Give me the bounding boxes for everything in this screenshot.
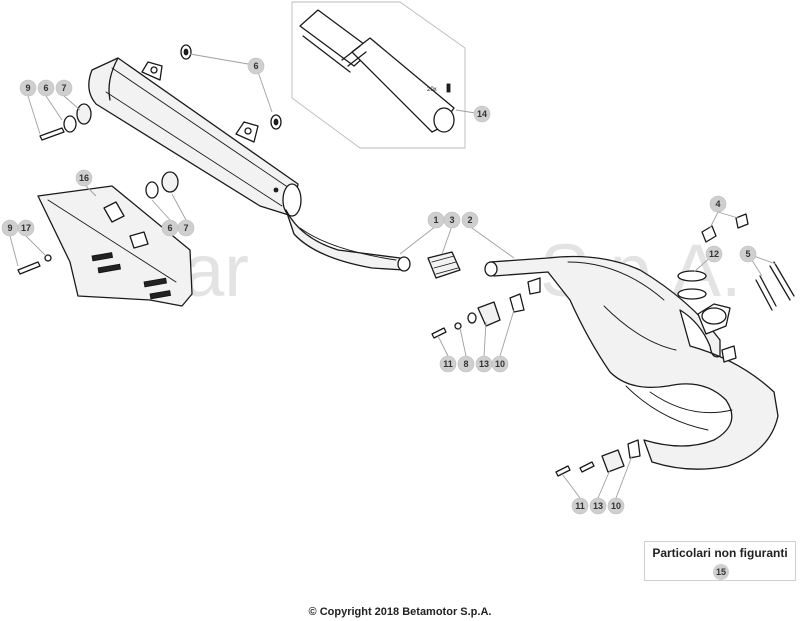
callout-2: 2 <box>461 211 479 229</box>
svg-text:11: 11 <box>443 359 453 369</box>
callout-3: 3 <box>443 211 461 229</box>
svg-text:11: 11 <box>575 501 585 511</box>
callout-12: 12 <box>705 245 723 263</box>
non-illustrated-parts-box: Particolari non figuranti 15 <box>644 541 796 581</box>
grommets-top <box>180 44 282 130</box>
callout-7-middle: 7 <box>177 219 195 237</box>
svg-text:16: 16 <box>79 173 89 183</box>
svg-text:10: 10 <box>495 359 505 369</box>
callout-11-center: 11 <box>439 355 457 373</box>
callout-10-center: 10 <box>491 355 509 373</box>
leader-lines <box>9 53 777 499</box>
heat-shield <box>37 185 193 307</box>
springs-and-hooks <box>677 213 795 311</box>
svg-text:7: 7 <box>61 83 66 93</box>
callout-16: 16 <box>75 169 93 187</box>
svg-text:6: 6 <box>167 223 172 233</box>
callout-17: 17 <box>17 219 35 237</box>
callout-13-lower: 13 <box>589 497 607 515</box>
svg-text:12: 12 <box>709 249 719 259</box>
mount-hardware-middle <box>145 171 179 199</box>
silencer-link-pipe <box>285 209 411 272</box>
gasket <box>427 251 461 279</box>
svg-text:13: 13 <box>479 359 489 369</box>
non-illustrated-parts-title: Particolari non figuranti <box>652 546 788 560</box>
copyright-notice: © Copyright 2018 Betamotor S.p.A. <box>308 606 492 618</box>
callout-9-shield: 9 <box>1 219 19 237</box>
callout-1: 1 <box>427 211 445 229</box>
callout-6-middle: 6 <box>161 219 179 237</box>
packing-insert-box: 20x <box>291 1 466 149</box>
svg-text:9: 9 <box>25 83 30 93</box>
callout-14: 14 <box>473 105 491 123</box>
svg-text:9: 9 <box>7 223 12 233</box>
svg-text:7: 7 <box>183 223 188 233</box>
heat-shield-screw <box>17 254 52 275</box>
svg-text:3: 3 <box>449 215 454 225</box>
svg-text:5: 5 <box>745 249 750 259</box>
callout-6-left: 6 <box>37 79 55 97</box>
svg-text:17: 17 <box>21 223 31 233</box>
callout-13-center: 13 <box>475 355 493 373</box>
expansion-chamber <box>484 255 779 470</box>
svg-text:13: 13 <box>593 501 603 511</box>
callout-15: 15 <box>713 564 729 580</box>
callout-5: 5 <box>739 245 757 263</box>
svg-text:6: 6 <box>43 83 48 93</box>
callout-11-lower: 11 <box>571 497 589 515</box>
callouts: 6 9 6 7 16 6 7 9 17 1 3 2 14 4 12 5 11 8… <box>1 57 757 515</box>
insert-quantity-label: 20x <box>427 87 437 93</box>
svg-text:4: 4 <box>715 199 720 209</box>
callout-9-left: 9 <box>19 79 37 97</box>
svg-text:6: 6 <box>253 61 258 71</box>
svg-text:14: 14 <box>477 109 487 119</box>
mount-hardware-lower <box>555 439 641 477</box>
callout-4: 4 <box>709 195 727 213</box>
silencer <box>88 57 302 217</box>
svg-text:1: 1 <box>433 215 438 225</box>
callout-10-lower: 10 <box>607 497 625 515</box>
callout-8: 8 <box>457 355 475 373</box>
svg-text:8: 8 <box>463 359 468 369</box>
callout-7-left: 7 <box>55 79 73 97</box>
mount-hardware-left <box>39 103 92 141</box>
mount-hardware-center <box>431 293 525 339</box>
svg-text:2: 2 <box>467 215 472 225</box>
svg-text:10: 10 <box>611 501 621 511</box>
callout-6-top: 6 <box>247 57 265 75</box>
